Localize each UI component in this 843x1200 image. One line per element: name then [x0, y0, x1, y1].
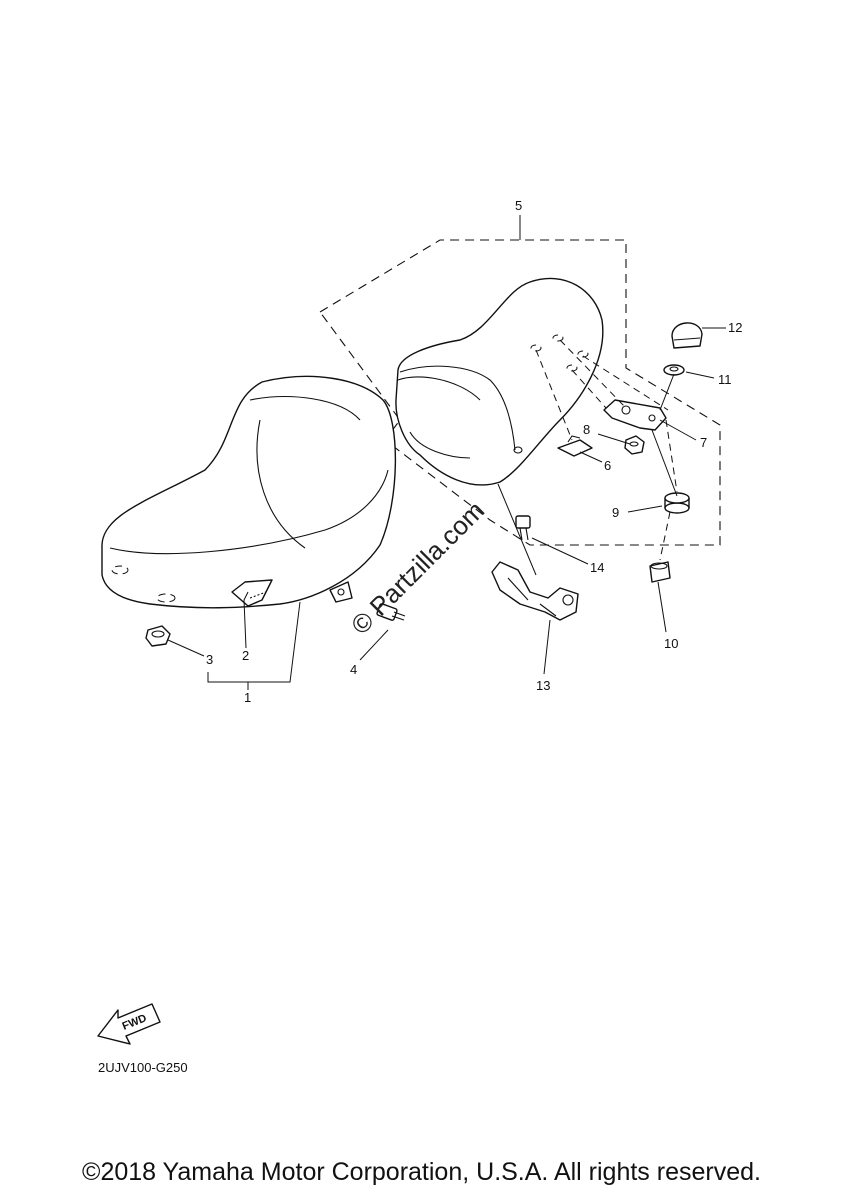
callout-8: 8 — [583, 422, 590, 437]
callout-leaders — [167, 327, 726, 690]
callout-10: 10 — [664, 636, 678, 651]
washer-part-11[interactable] — [663, 364, 685, 376]
assembly-lines — [497, 339, 678, 576]
fwd-arrow-icon: FWD — [97, 1003, 161, 1045]
front-seat[interactable] — [101, 375, 397, 609]
callout-4: 4 — [350, 662, 357, 677]
callout-12: 12 — [728, 320, 742, 335]
bracket-part-7[interactable] — [603, 399, 667, 431]
collar-part-10[interactable] — [649, 561, 671, 583]
callout-9: 9 — [612, 505, 619, 520]
callout-labels: 1 2 3 4 5 6 7 8 9 10 11 12 13 14 — [206, 198, 742, 705]
callout-13: 13 — [536, 678, 550, 693]
rear-seat[interactable] — [395, 277, 604, 486]
nut-part-8[interactable] — [624, 435, 645, 455]
callout-6: 6 — [604, 458, 611, 473]
seat-tab[interactable] — [231, 579, 273, 607]
bolt-part-14[interactable] — [515, 515, 531, 541]
callout-14: 14 — [590, 560, 604, 575]
seat-latch-part-13[interactable] — [491, 561, 579, 621]
callout-11: 11 — [718, 372, 732, 387]
callout-1: 1 — [244, 690, 251, 705]
callout-7: 7 — [700, 435, 707, 450]
clip-part-6[interactable] — [557, 435, 593, 457]
diagram-code: 2UJV100-G250 — [98, 1060, 188, 1075]
front-seat-bracket — [329, 581, 353, 603]
damper-part-9[interactable] — [664, 492, 690, 514]
cap-nut-part-12[interactable] — [671, 322, 703, 349]
bolt-part-4[interactable] — [376, 603, 406, 621]
copyright-notice: ©2018 Yamaha Motor Corporation, U.S.A. A… — [82, 1158, 761, 1186]
nut-part-3[interactable] — [145, 625, 171, 647]
callout-5: 5 — [515, 198, 522, 213]
rear-seat-assembly-boundary — [319, 215, 721, 546]
callout-2: 2 — [242, 648, 249, 663]
callout-3: 3 — [206, 652, 213, 667]
